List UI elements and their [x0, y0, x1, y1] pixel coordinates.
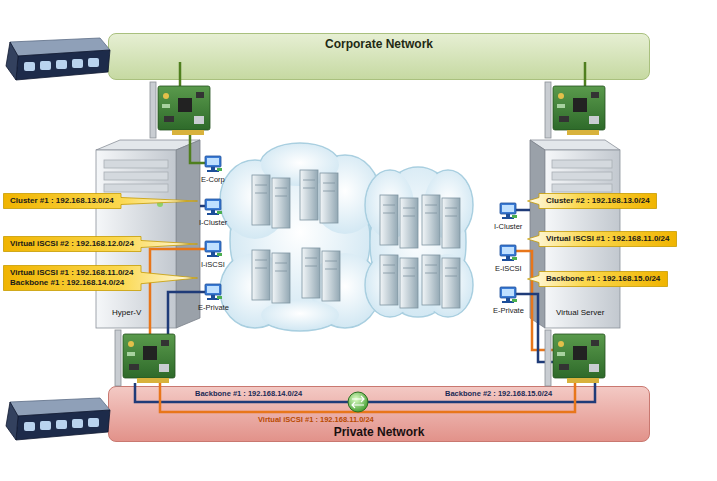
callout-box: Virtual iSCSI #1 : 192.168.11.0/24Backbo… — [3, 265, 198, 291]
server-towers-part — [552, 172, 612, 180]
server-towers-part — [176, 140, 200, 328]
server-towers-part — [104, 184, 168, 192]
band-title: Private Network — [109, 426, 649, 439]
router — [348, 392, 368, 412]
network-band: Private Network — [108, 386, 650, 442]
adapter-label: Virtual Server — [556, 308, 604, 317]
label-holder: I-iSCSI — [201, 260, 225, 269]
callout-box: Backbone #1 : 192.168.15.0/24 — [527, 271, 668, 287]
label-holder: I-Cluster — [199, 218, 227, 227]
network-label: Virtual iSCSI #1 : 192.168.11.0/24 — [258, 415, 374, 424]
wires-part — [200, 205, 205, 208]
adapter-label: E-Private — [493, 306, 524, 315]
network-cards-part — [115, 330, 175, 386]
callout-outline — [528, 272, 668, 287]
adapter-icons-part — [500, 287, 517, 303]
wires-part — [160, 383, 575, 412]
callout-outline — [4, 266, 198, 291]
virtual-machine-clouds-part — [365, 167, 473, 317]
network-label: Backbone #2 : 192.168.15.0/24 — [445, 389, 552, 398]
virtual-machine-clouds-part — [366, 168, 472, 316]
server-towers-part — [104, 160, 168, 168]
router-part — [352, 396, 364, 408]
network-cards-part — [150, 82, 210, 138]
callout-outline — [528, 232, 677, 247]
adapter-icons-part — [205, 241, 222, 257]
network-cards-part — [545, 82, 605, 138]
label-holder: E-Private — [493, 306, 524, 315]
adapter-icons-part — [205, 156, 222, 172]
wires-part — [190, 135, 205, 163]
label-holder: I-Cluster — [494, 222, 522, 231]
network-cards-part — [545, 330, 605, 386]
callout-outline — [4, 237, 198, 252]
callout-text: Cluster #2 : 192.168.13.0/24 — [527, 196, 650, 206]
adapter-label: E-iSCSI — [495, 264, 522, 273]
callout-text: Cluster #1 : 192.168.13.0/24 — [3, 196, 114, 206]
virtual-machine-clouds-part — [302, 248, 340, 301]
network-band: Corporate Network — [108, 33, 650, 80]
adapter-icons — [205, 156, 517, 303]
adapter-icons-part — [500, 203, 517, 219]
virtual-machine-clouds-part — [252, 175, 290, 228]
wires-part — [179, 62, 182, 86]
adapter-label: Hyper-V — [112, 308, 141, 317]
network-cards — [115, 82, 605, 386]
callout-box: Virtual iSCSI #2 : 192.168.12.0/24 — [3, 236, 198, 252]
label-holder: Hyper-V — [112, 308, 141, 317]
label-holder: Virtual iSCSI #1 : 192.168.11.0/24 — [258, 415, 374, 424]
callout-box: Cluster #2 : 192.168.13.0/24 — [527, 193, 657, 209]
wires-part — [516, 209, 530, 212]
wires-part — [168, 292, 205, 334]
virtual-machine-clouds-part — [380, 195, 418, 248]
callout-text: Virtual iSCSI #1 : 192.168.11.0/24 — [527, 234, 670, 244]
label-holder: Virtual Server — [556, 308, 604, 317]
virtual-machine-clouds-part — [422, 255, 460, 308]
adapter-label: I-Cluster — [494, 222, 522, 231]
label-holder: Backbone #1 : 192.168.14.0/24 — [195, 389, 302, 398]
adapter-label: I-Cluster — [199, 218, 227, 227]
band-title: Corporate Network — [109, 38, 649, 51]
network-label: Backbone #1 : 192.168.14.0/24 — [195, 389, 302, 398]
virtual-machine-clouds-part — [422, 195, 460, 248]
callout-box: Cluster #1 : 192.168.13.0/24 — [3, 193, 198, 209]
wires-part — [150, 249, 205, 334]
virtual-machine-clouds — [220, 143, 473, 331]
wires-part — [584, 62, 587, 86]
adapter-icons-part — [205, 284, 222, 300]
label-holder: E-Corp — [201, 175, 225, 184]
virtual-machine-clouds-part — [252, 250, 290, 303]
switches-part — [6, 38, 110, 80]
callout-text: Backbone #1 : 192.168.15.0/24 — [527, 274, 660, 284]
adapter-icons-part — [500, 245, 517, 261]
adapter-icons-part — [205, 199, 222, 215]
label-holder: E-Private — [198, 303, 229, 312]
server-towers-part — [552, 184, 612, 192]
callout-text: Virtual iSCSI #1 : 192.168.11.0/24 — [3, 268, 134, 278]
virtual-machine-clouds-part — [221, 144, 379, 330]
virtual-machine-clouds-part — [220, 143, 380, 331]
router-part — [348, 392, 368, 412]
virtual-machine-clouds-part — [300, 170, 338, 223]
server-towers-part — [552, 160, 612, 168]
callout-outline — [4, 194, 198, 209]
label-holder: Backbone #2 : 192.168.15.0/24 — [445, 389, 552, 398]
callout-text: Backbone #1 : 192.168.14.0/24 — [3, 278, 124, 288]
adapter-label: E-Private — [198, 303, 229, 312]
wires — [135, 62, 595, 412]
callout-box: Virtual iSCSI #1 : 192.168.11.0/24 — [527, 231, 677, 247]
label-holder: E-iSCSI — [495, 264, 522, 273]
server-towers-part — [104, 172, 168, 180]
adapter-label: I-iSCSI — [201, 260, 225, 269]
adapter-label: E-Corp — [201, 175, 225, 184]
virtual-machine-clouds-part-part — [261, 300, 339, 330]
callout-text: Virtual iSCSI #2 : 192.168.12.0/24 — [3, 239, 134, 249]
server-towers-part — [530, 140, 620, 150]
virtual-machine-clouds-part — [380, 255, 418, 308]
callout-outline — [528, 194, 657, 209]
switches-part — [6, 398, 110, 440]
